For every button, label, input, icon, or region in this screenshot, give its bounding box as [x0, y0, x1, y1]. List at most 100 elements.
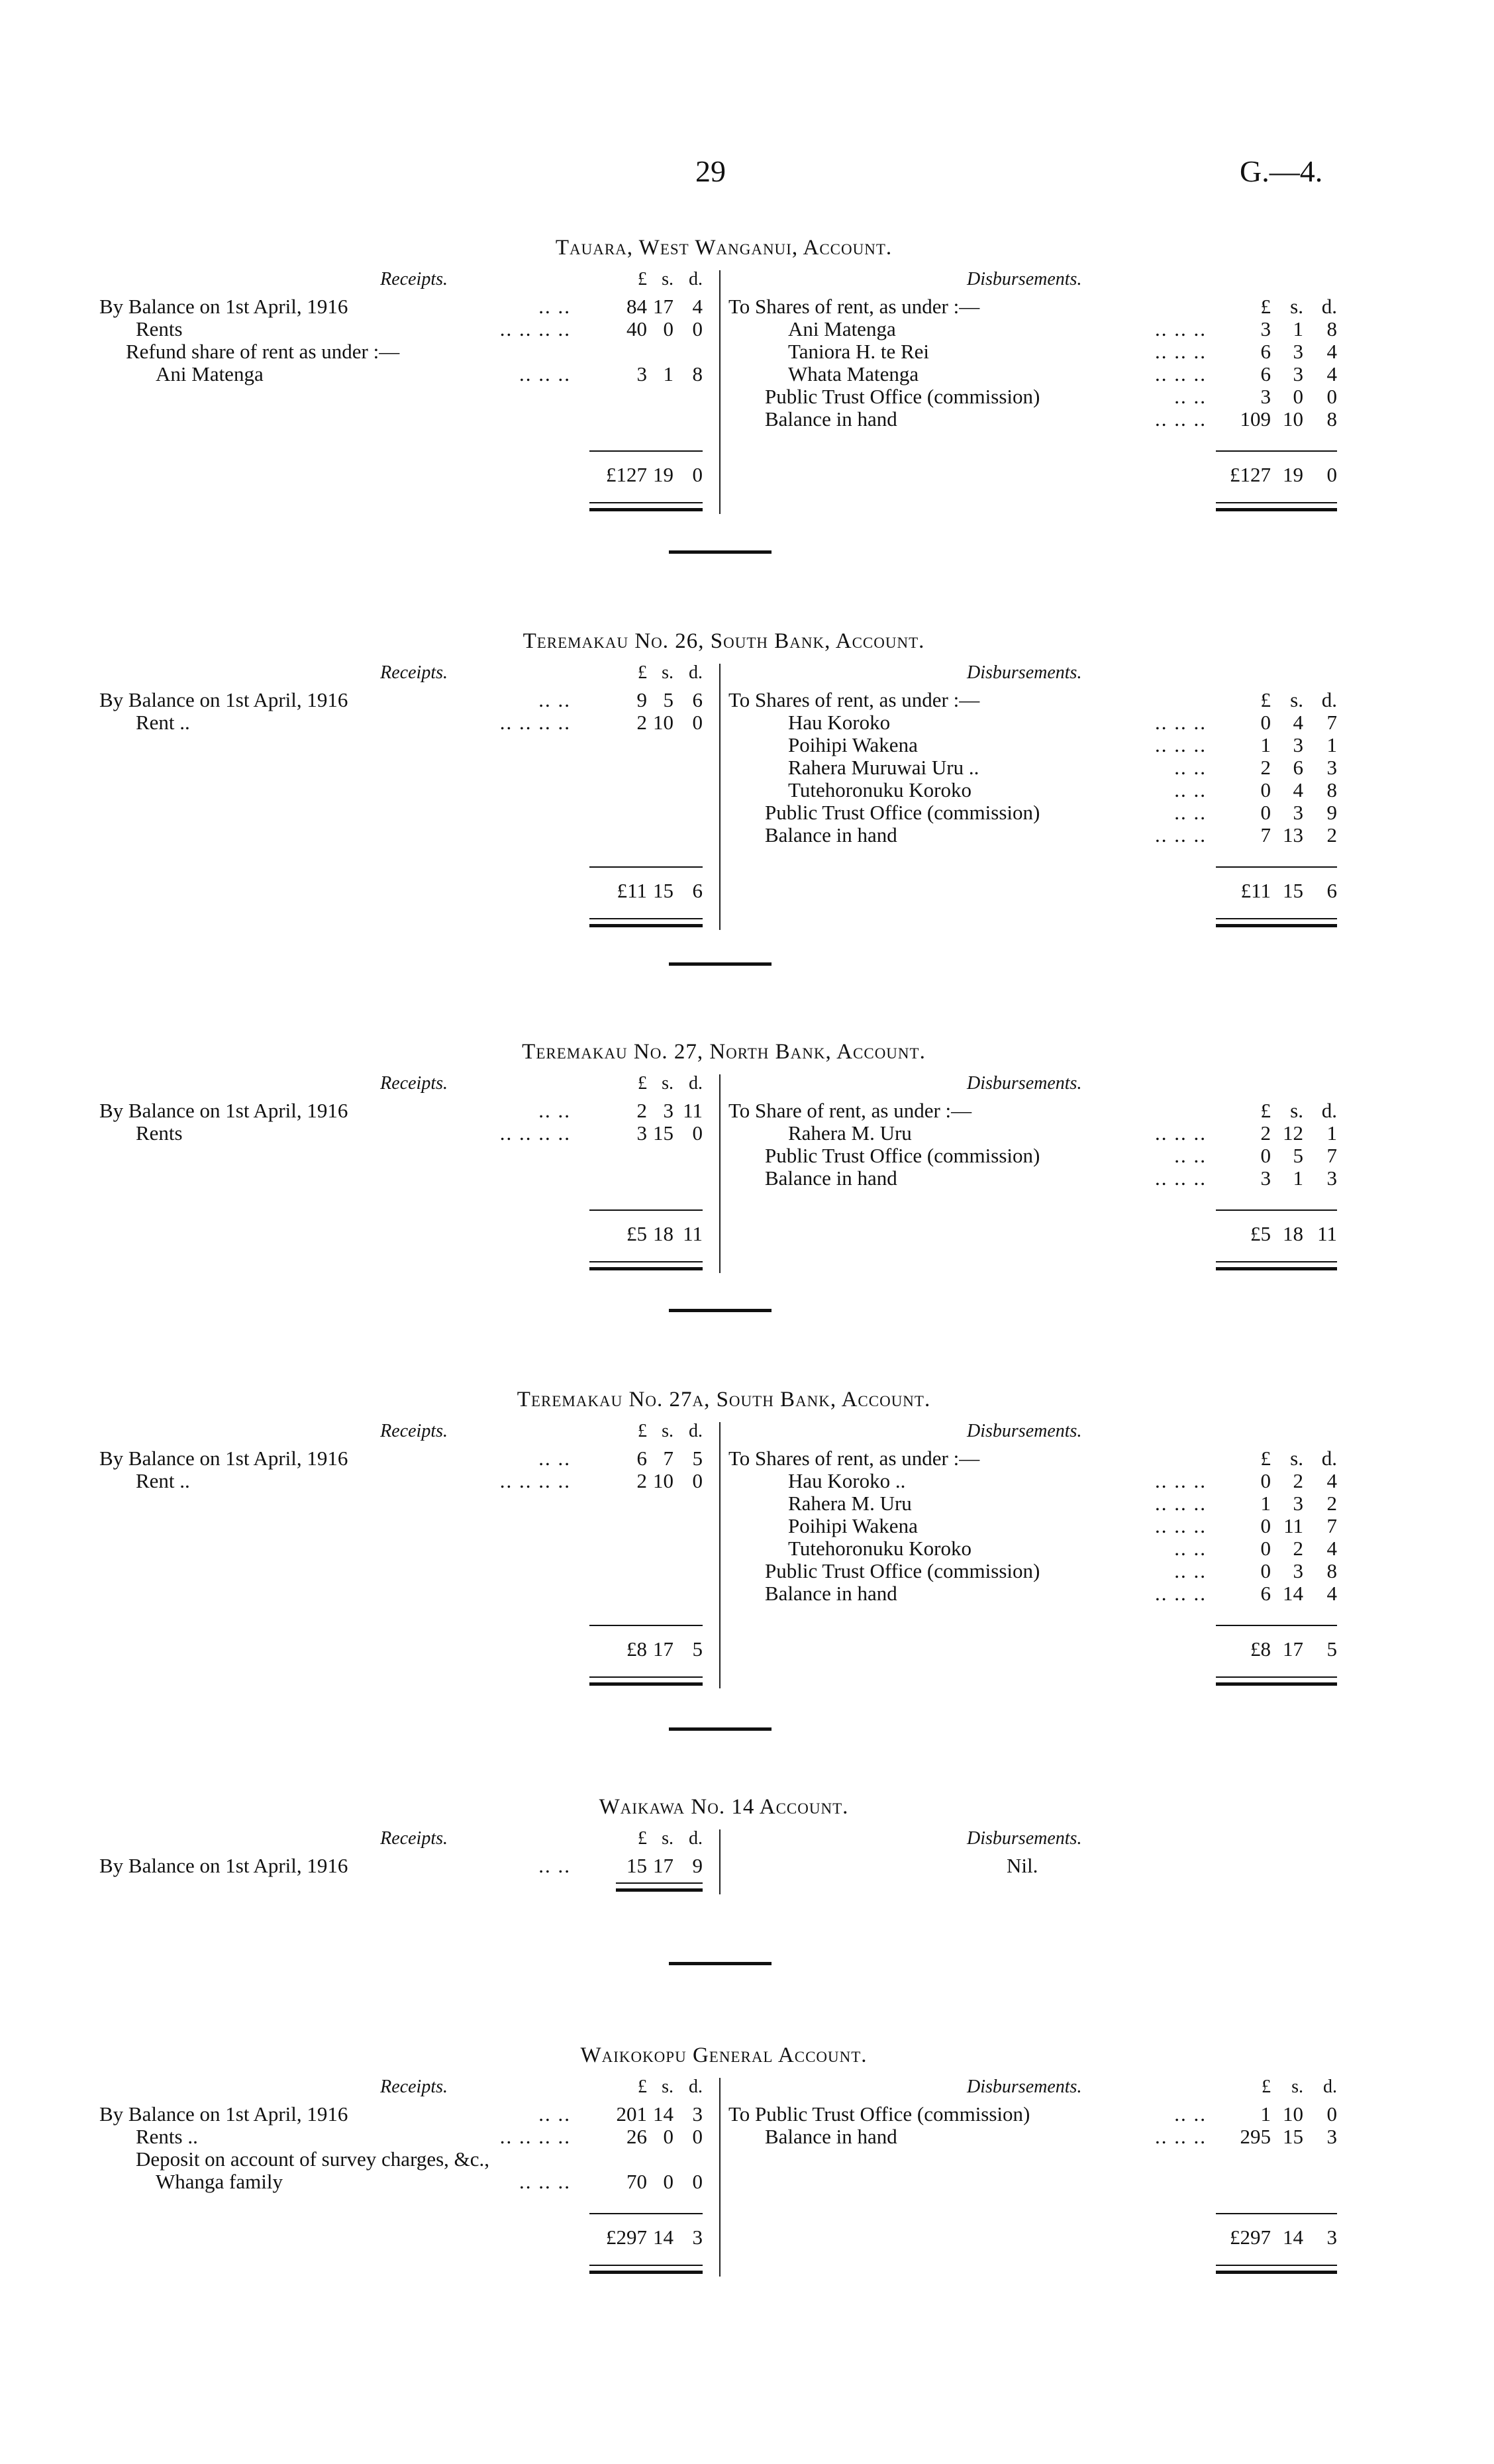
- receipts-total-pounds: £297: [606, 2226, 647, 2249]
- disbursements-heading: Disbursements.: [967, 1073, 1082, 1094]
- receipt-amount-pence: 5: [692, 1447, 703, 1470]
- disbursement-amount-pence: 4: [1326, 362, 1338, 385]
- receipt-item-text: Rents ..: [136, 2125, 198, 2148]
- column-divider: [719, 1074, 721, 1273]
- receipts-total-shillings: 14: [653, 2226, 673, 2249]
- receipt-amount-shillings: 1: [663, 362, 674, 385]
- disbursement-dot-leader: .. .. ..: [1155, 2125, 1207, 2148]
- disbursement-amount-shillings: 4: [1293, 711, 1304, 734]
- receipts-total-pence: 11: [683, 1222, 703, 1245]
- disbursements-total-shillings: 19: [1283, 463, 1303, 486]
- right-lsd-header-shillings: s.: [1291, 2077, 1303, 2097]
- left-total-double-rule: [589, 2271, 703, 2274]
- receipts-heading: Receipts.: [380, 1421, 448, 1441]
- section-separator-rule: [669, 550, 772, 554]
- disbursement-amount-pence: 3: [1326, 1166, 1338, 1190]
- disbursement-amount-pounds: 1: [1260, 1492, 1271, 1515]
- disbursement-amount-pence: 0: [1326, 385, 1338, 408]
- disbursement-dot-leader: .. .. ..: [1155, 362, 1207, 385]
- disbursement-amount-pounds: 3: [1260, 317, 1271, 340]
- right-total-double-rule: [1216, 1261, 1337, 1262]
- disbursement-amount-shillings: 14: [1283, 1582, 1303, 1605]
- receipts-heading: Receipts.: [380, 662, 448, 683]
- lsd-header-pounds: £: [638, 1073, 647, 1094]
- left-total-double-rule: [589, 1682, 703, 1686]
- disbursement-amount-pounds: 0: [1260, 1537, 1271, 1560]
- right-subtotal-rule: [1216, 1209, 1337, 1211]
- left-total-double-rule: [589, 1261, 703, 1262]
- left-subtotal-rule: [589, 1625, 703, 1626]
- receipt-dot-leader: .. .. .. ..: [499, 2125, 571, 2148]
- receipt-amount-pence: 3: [692, 2102, 703, 2126]
- left-total-double-rule: [589, 1676, 703, 1678]
- receipt-dot-leader: .. ..: [538, 295, 571, 318]
- receipts-total-pence: 0: [692, 463, 703, 486]
- disbursement-amount-shillings: 1: [1293, 1166, 1304, 1190]
- disbursements-total-shillings: 14: [1283, 2226, 1303, 2249]
- right-total-double-rule: [1216, 1267, 1337, 1270]
- receipts-total-shillings: 18: [653, 1222, 673, 1245]
- receipt-amount-shillings: 10: [653, 711, 673, 734]
- disbursement-item-text: Public Trust Office (commission): [765, 1559, 1040, 1582]
- disbursement-amount-shillings: 2: [1293, 1469, 1304, 1492]
- disbursement-amount-pounds: 6: [1260, 1582, 1271, 1605]
- disbursement-item-text: Balance in hand: [765, 823, 897, 847]
- disbursement-item-text: Poihipi Wakena: [788, 1514, 918, 1537]
- column-divider: [719, 1829, 721, 1894]
- receipt-amount-pounds: 84: [626, 295, 647, 318]
- disbursement-item-text: To Share of rent, as under :—: [728, 1099, 972, 1122]
- disbursement-amount-pounds: 0: [1260, 1559, 1271, 1582]
- receipt-item-text: By Balance on 1st April, 1916: [99, 295, 348, 318]
- receipt-amount-pence: 9: [692, 1854, 703, 1877]
- disbursement-dot-leader: .. .. ..: [1155, 1469, 1207, 1492]
- disbursement-amount-shillings: 3: [1293, 801, 1304, 824]
- disbursement-amount-pence: 2: [1326, 1492, 1338, 1515]
- disbursements-total-pence: 0: [1326, 463, 1338, 486]
- lsd-header-shillings: s.: [662, 1828, 673, 1849]
- disbursement-item-text: To Public Trust Office (commission): [728, 2102, 1030, 2126]
- disbursement-amount-pence: 8: [1326, 778, 1338, 801]
- disbursement-amount-shillings: 4: [1293, 778, 1304, 801]
- disbursements-total-pounds: £8: [1250, 1637, 1271, 1661]
- disbursement-amount-shillings: s.: [1290, 688, 1303, 711]
- disbursement-amount-pounds: 6: [1260, 362, 1271, 385]
- receipts-heading: Receipts.: [380, 1828, 448, 1849]
- disbursements-total-pounds: £5: [1250, 1222, 1271, 1245]
- left-subtotal-rule: [589, 450, 703, 452]
- disbursements-nil: Nil.: [1007, 1854, 1038, 1877]
- receipts-total-pounds: £11: [617, 879, 647, 902]
- disbursement-amount-pence: 8: [1326, 1559, 1338, 1582]
- disbursement-amount-pounds: 1: [1260, 2102, 1271, 2126]
- lsd-header-pence: d.: [689, 2077, 703, 2097]
- disbursement-item-text: Hau Koroko ..: [788, 1469, 906, 1492]
- lsd-header-shillings: s.: [662, 1073, 673, 1094]
- receipt-amount-pence: 11: [683, 1099, 703, 1122]
- receipt-dot-leader: .. .. .. ..: [499, 711, 571, 734]
- account-title: Waikawa No. 14 Account.: [599, 1795, 849, 1819]
- disbursement-dot-leader: .. .. ..: [1155, 1582, 1207, 1605]
- disbursement-amount-pounds: £: [1260, 1447, 1271, 1470]
- disbursement-item-text: Ani Matenga: [788, 317, 896, 340]
- disbursements-heading: Disbursements.: [967, 2077, 1082, 2097]
- receipt-amount-shillings: 14: [653, 2102, 673, 2126]
- disbursements-total-shillings: 15: [1283, 879, 1303, 902]
- disbursement-item-text: Public Trust Office (commission): [765, 385, 1040, 408]
- disbursement-dot-leader: .. .. ..: [1155, 340, 1207, 363]
- receipts-heading: Receipts.: [380, 269, 448, 289]
- disbursement-amount-pounds: 0: [1260, 778, 1271, 801]
- disbursement-amount-pence: 7: [1326, 1144, 1338, 1167]
- disbursement-amount-pounds: £: [1260, 1099, 1271, 1122]
- right-total-double-rule: [1216, 918, 1337, 919]
- disbursements-total-pounds: £127: [1230, 463, 1271, 486]
- section-separator-rule: [669, 1962, 772, 1965]
- receipt-dot-leader: .. .. .. ..: [499, 317, 571, 340]
- receipt-item-text: By Balance on 1st April, 1916: [99, 1854, 348, 1877]
- disbursement-amount-pence: 3: [1326, 2125, 1338, 2148]
- receipts-total-pounds: £8: [626, 1637, 647, 1661]
- receipt-dot-leader: .. ..: [538, 1854, 571, 1877]
- disbursement-amount-shillings: 2: [1293, 1537, 1304, 1560]
- receipt-amount-pounds: 2: [636, 1469, 648, 1492]
- disbursement-item-text: Poihipi Wakena: [788, 733, 918, 756]
- right-total-double-rule: [1216, 2271, 1337, 2274]
- disbursement-amount-shillings: 1: [1293, 317, 1304, 340]
